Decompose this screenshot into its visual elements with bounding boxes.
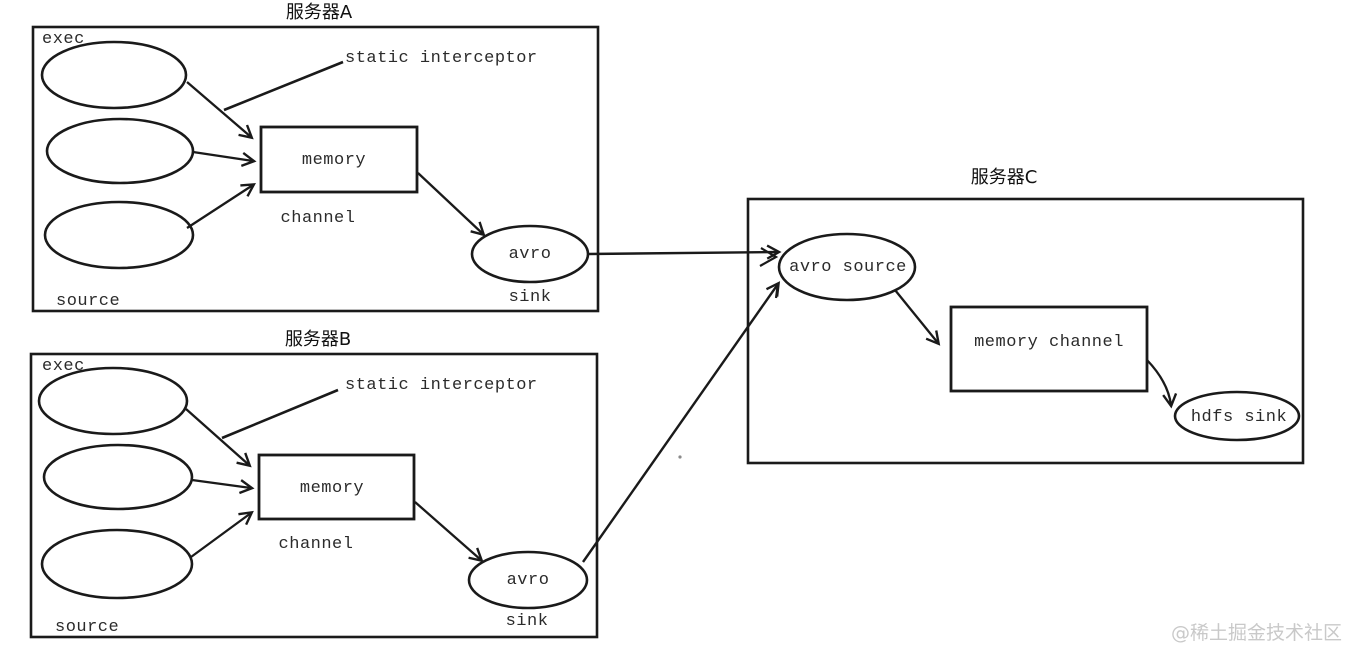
server-a-source-ellipse-1	[40, 40, 188, 110]
server-b-source-ellipse-3	[40, 528, 194, 600]
server-a-sink-label: sink	[508, 288, 552, 307]
server-c-avro-source-ellipse	[777, 232, 917, 302]
server-a-source-ellipse-2	[45, 117, 195, 185]
stray-dot-mark	[678, 455, 682, 459]
server-b-group	[29, 352, 599, 639]
server-c-hdfs-sink-ellipse	[1173, 390, 1301, 442]
arrow-c-channel-to-hdfs-sink	[1146, 359, 1178, 409]
cross-server-connections	[582, 244, 782, 563]
server-a-source-label: source	[56, 292, 121, 311]
server-a-memory-channel-box	[259, 125, 419, 194]
server-a-box	[31, 25, 600, 313]
server-c-memory-channel-box	[949, 305, 1149, 393]
server-a-memory-label: memory	[301, 151, 367, 170]
server-b-box	[29, 352, 599, 639]
extra-arrowhead-chevron	[759, 247, 779, 267]
server-b-avro-label: avro	[506, 571, 550, 590]
server-b-channel-label: channel	[278, 535, 354, 554]
arrow-server-b-sink-to-server-c-source	[582, 281, 781, 563]
server-b-static-interceptor-label: static interceptor	[345, 376, 538, 395]
server-b-source-ellipse-2	[42, 443, 194, 511]
arrow-a-source1-to-channel	[186, 81, 254, 140]
arrowhead-tick-mark	[774, 282, 780, 299]
arrow-a-source2-to-channel	[192, 150, 257, 167]
juejin-watermark: @稀土掘金技术社区	[1171, 622, 1343, 644]
server-b-source-label: source	[55, 618, 120, 637]
arrow-server-a-sink-to-server-c-source	[587, 244, 782, 260]
server-b-memory-label: memory	[299, 479, 365, 498]
arrow-b-source1-to-channel	[185, 408, 252, 468]
arrow-c-source-to-channel	[894, 289, 941, 346]
callout-line-a-static-interceptor	[223, 60, 344, 112]
server-c-memory-channel-label: memory channel	[974, 333, 1124, 352]
server-a-group	[31, 25, 600, 313]
arrow-a-channel-to-sink	[417, 172, 486, 237]
server-b-avro-sink-ellipse	[467, 550, 589, 610]
server-b-memory-channel-box	[257, 453, 416, 521]
server-a-source-ellipse-3	[43, 200, 195, 270]
server-a-avro-label: avro	[508, 245, 552, 264]
server-c-title: 服务器C	[970, 167, 1038, 188]
server-a-static-interceptor-label: static interceptor	[345, 49, 538, 68]
server-b-sink-label: sink	[505, 612, 549, 631]
server-a-channel-label: channel	[280, 209, 356, 228]
server-a-title: 服务器A	[285, 2, 353, 23]
arrow-b-source2-to-channel	[191, 478, 255, 495]
server-c-hdfs-sink-label: hdfs sink	[1190, 408, 1288, 427]
server-b-source-ellipse-1	[37, 366, 189, 436]
server-b-exec-label: exec	[42, 357, 85, 376]
server-c-avro-source-label: avro source	[789, 258, 907, 277]
server-c-group	[746, 197, 1305, 465]
arrow-a-source3-to-channel	[186, 183, 256, 229]
arrow-b-source3-to-channel	[190, 510, 254, 558]
arrow-b-channel-to-sink	[414, 501, 484, 563]
server-b-title: 服务器B	[284, 329, 352, 350]
server-a-exec-label: exec	[42, 30, 85, 49]
server-c-box	[746, 197, 1305, 465]
callout-line-b-static-interceptor	[221, 388, 339, 440]
